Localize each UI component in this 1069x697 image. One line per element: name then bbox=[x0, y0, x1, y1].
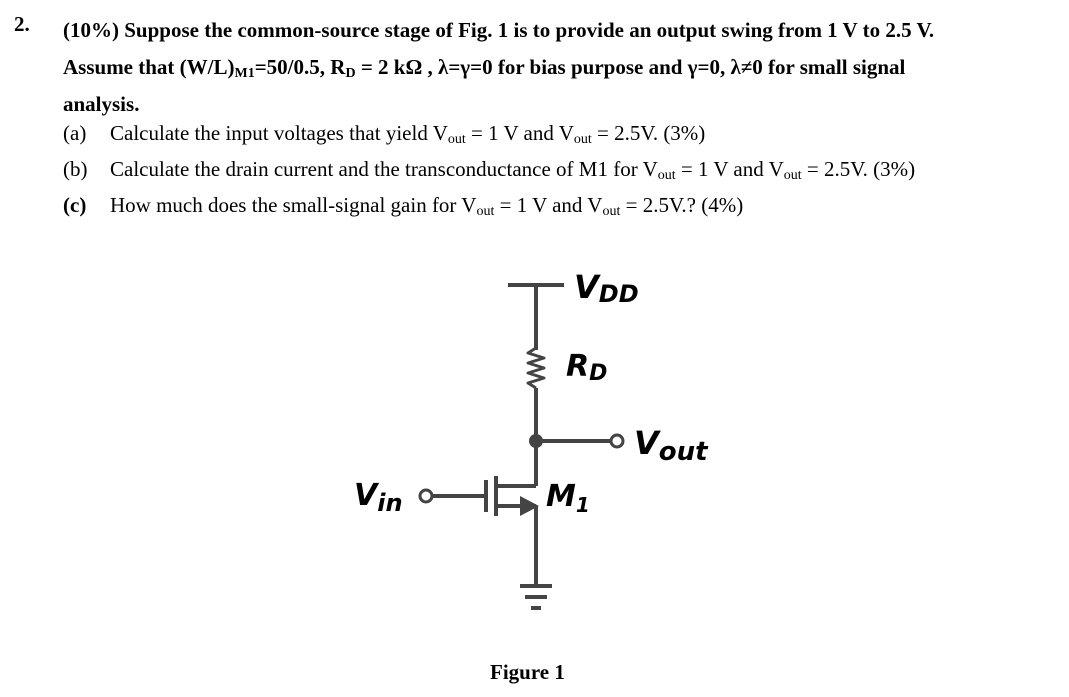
ground-icon bbox=[520, 584, 552, 610]
part-label: (a) bbox=[63, 121, 87, 145]
part-c: (c)How much does the small-signal gain f… bbox=[63, 193, 744, 219]
question-number: 2. bbox=[14, 12, 30, 36]
figure-caption: Figure 1 bbox=[490, 660, 565, 684]
rd-label: RD bbox=[566, 349, 607, 386]
m1-label: M1 bbox=[546, 479, 590, 517]
vin-label: Vin bbox=[354, 478, 403, 517]
intro-line-2: Assume that (W/L)M1=50/0.5, RD = 2 kΩ , … bbox=[63, 55, 906, 81]
vout-label: Vout bbox=[634, 424, 709, 467]
part-label: (b) bbox=[63, 157, 88, 181]
intro-line-1: (10%) Suppose the common-source stage of… bbox=[63, 18, 935, 42]
vout-terminal bbox=[609, 433, 625, 449]
vin-terminal bbox=[418, 488, 434, 504]
part-b: (b)Calculate the drain current and the t… bbox=[63, 157, 916, 183]
source-arrow bbox=[520, 496, 539, 516]
drain-node-dot bbox=[529, 434, 543, 448]
question-intro: (10%) Suppose the common-source stage of… bbox=[63, 12, 1053, 123]
part-a: (a)Calculate the input voltages that yie… bbox=[63, 121, 706, 147]
vdd-label: VDD bbox=[574, 268, 639, 308]
resistor-rd bbox=[526, 346, 546, 390]
part-label: (c) bbox=[63, 193, 87, 217]
intro-line-3: analysis. bbox=[63, 92, 140, 116]
